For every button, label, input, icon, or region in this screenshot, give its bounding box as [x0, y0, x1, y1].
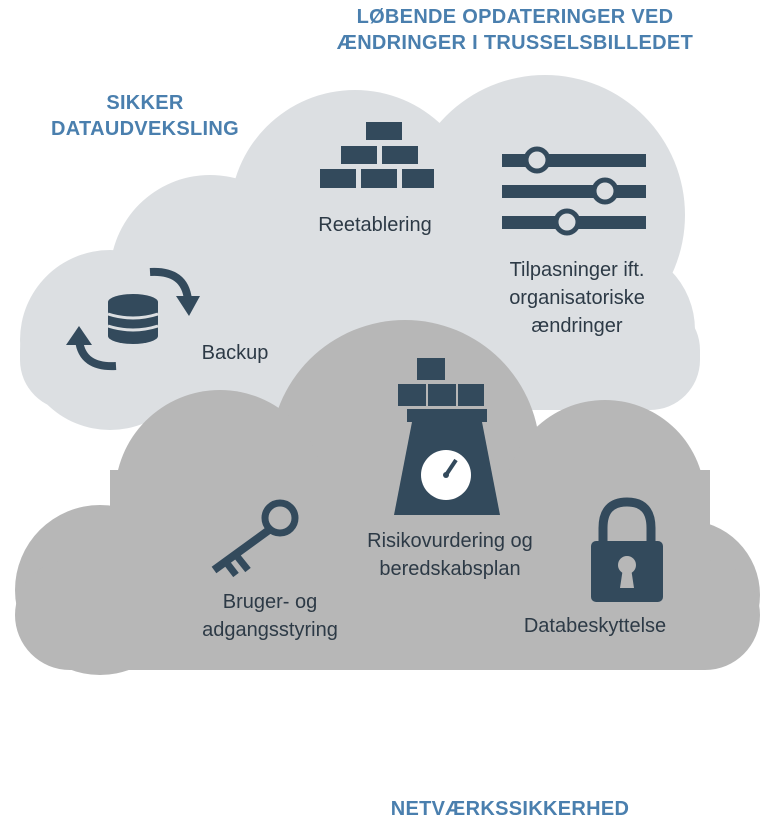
label-backup: Backup: [180, 339, 290, 367]
sliders-icon: [502, 146, 646, 236]
label-line: adgangsstyring: [202, 619, 338, 641]
label-line: Tilpasninger ift.: [509, 259, 645, 281]
bricks-icon: [320, 122, 434, 188]
label-risikovurdering: Risikovurdering og beredskabsplan: [330, 527, 570, 583]
label-line: Reetablering: [318, 214, 432, 236]
heading-line: SIKKER: [106, 92, 184, 114]
database-sync-icon: [66, 267, 200, 371]
label-tilpasninger: Tilpasninger ift. organisatoriske ændrin…: [462, 256, 692, 340]
label-line: Databeskyttelse: [523, 615, 667, 637]
label-bruger-adgangsstyring: Bruger- og adgangsstyring: [170, 588, 370, 644]
label-line: Backup: [201, 342, 269, 364]
heading-line: ÆNDRINGER I TRUSSELSBILLEDET: [336, 32, 694, 54]
padlock-icon: [591, 497, 663, 602]
label-line: organisatoriske: [509, 287, 645, 309]
label-line: ændringer: [531, 315, 623, 337]
light-cloud: [20, 75, 700, 430]
label-line: Bruger- og: [222, 591, 318, 613]
heading-line: DATAUDVEKSLING: [51, 118, 239, 140]
heading-line: LØBENDE OPDATERINGER VED: [356, 6, 674, 28]
heading-loebende-opdateringer: LØBENDE OPDATERINGER VED ÆNDRINGER I TRU…: [300, 4, 730, 56]
key-icon: [211, 499, 299, 578]
label-line: Risikovurdering og: [367, 530, 533, 552]
heading-line: NETVÆRKSSIKKERHED: [390, 798, 630, 820]
heading-sikker-dataudveksling: SIKKER DATAUDVEKSLING: [20, 90, 270, 142]
label-reetablering: Reetablering: [285, 211, 465, 239]
label-databeskyttelse: Databeskyttelse: [495, 612, 695, 640]
heading-netvaerkssikkerhed: NETVÆRKSSIKKERHED: [330, 796, 690, 822]
scale-icon: [394, 358, 500, 515]
label-line: beredskabsplan: [379, 558, 521, 580]
